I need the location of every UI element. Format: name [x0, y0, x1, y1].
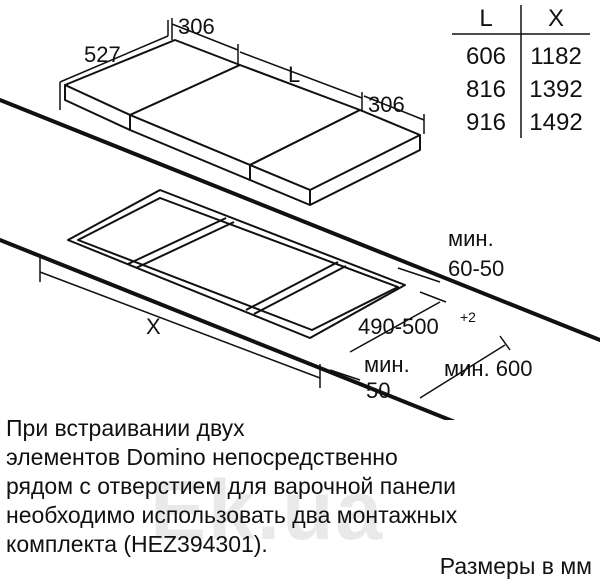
dim-L-line	[239, 51, 363, 99]
table-cell-X-1: 1392	[529, 76, 582, 103]
hob-right-side-face	[309, 135, 421, 206]
cutout-inner-frame	[77, 197, 399, 331]
note-line-3: рядом с отверстием для варочной панели	[6, 473, 457, 499]
note-line-4: необходимо использовать два монтажных	[6, 502, 458, 528]
units-label: Размеры в мм	[439, 553, 592, 579]
table-cell-L-0: 606	[466, 43, 506, 70]
dim-min-600-label: мин. 600	[444, 356, 533, 381]
dim-60-50-line	[397, 267, 441, 283]
dim-490-500-tol: +2	[460, 309, 476, 325]
dim-min-front-value: 50	[366, 378, 390, 403]
table-cell-L-1: 816	[466, 76, 506, 103]
table-header-X: X	[548, 5, 564, 32]
hob-appliance	[64, 39, 421, 206]
note-line-2: элементов Domino непосредственно	[6, 444, 398, 470]
dim-min-back-value: 60-50	[448, 256, 504, 281]
installation-diagram: L X 606 1182 816 1392 916 1492 306 527 L…	[0, 5, 600, 420]
dim-L-label: L	[288, 62, 300, 87]
countertop-edges	[0, 98, 600, 420]
dim-306-right-label: 306	[368, 92, 405, 117]
dim-527-line	[59, 35, 169, 83]
dim-306-top-line	[171, 23, 239, 51]
dim-X-label: X	[146, 314, 161, 339]
note-line-5: комплекта (HEZ394301).	[6, 531, 268, 557]
size-table	[452, 5, 590, 138]
cutout-outer-frame	[67, 189, 406, 339]
dim-490-500-label: 490-500	[358, 314, 439, 339]
countertop-back-edge	[0, 98, 600, 342]
installation-note: При встраивании двух элементов Domino не…	[6, 414, 596, 559]
dim-527-label: 527	[84, 42, 121, 67]
cutout-divider-2	[245, 261, 339, 311]
table-cell-X-0: 1182	[530, 43, 582, 70]
table-cell-X-2: 1492	[529, 109, 582, 136]
cutout-divider-1b	[135, 221, 235, 269]
cutout-divider-2b	[253, 265, 347, 315]
dim-306-top-label: 306	[178, 14, 215, 39]
worktop-cutout	[67, 189, 406, 339]
table-cell-L-2: 916	[466, 109, 506, 136]
dim-X-line	[39, 271, 321, 379]
note-line-1: При встраивании двух	[6, 415, 245, 441]
dim-min-back-label: мин.	[448, 226, 494, 251]
dim-306-right-line	[363, 95, 425, 121]
dim-50-line	[329, 369, 361, 381]
dim-490-500-line	[349, 301, 441, 353]
dimension-lines	[39, 18, 511, 399]
table-header-L: L	[479, 5, 492, 32]
countertop-front-edge	[0, 238, 456, 420]
dim-min-front-label: мин.	[364, 352, 410, 377]
cutout-divider-1	[127, 217, 227, 265]
dim-600-line	[419, 344, 506, 399]
